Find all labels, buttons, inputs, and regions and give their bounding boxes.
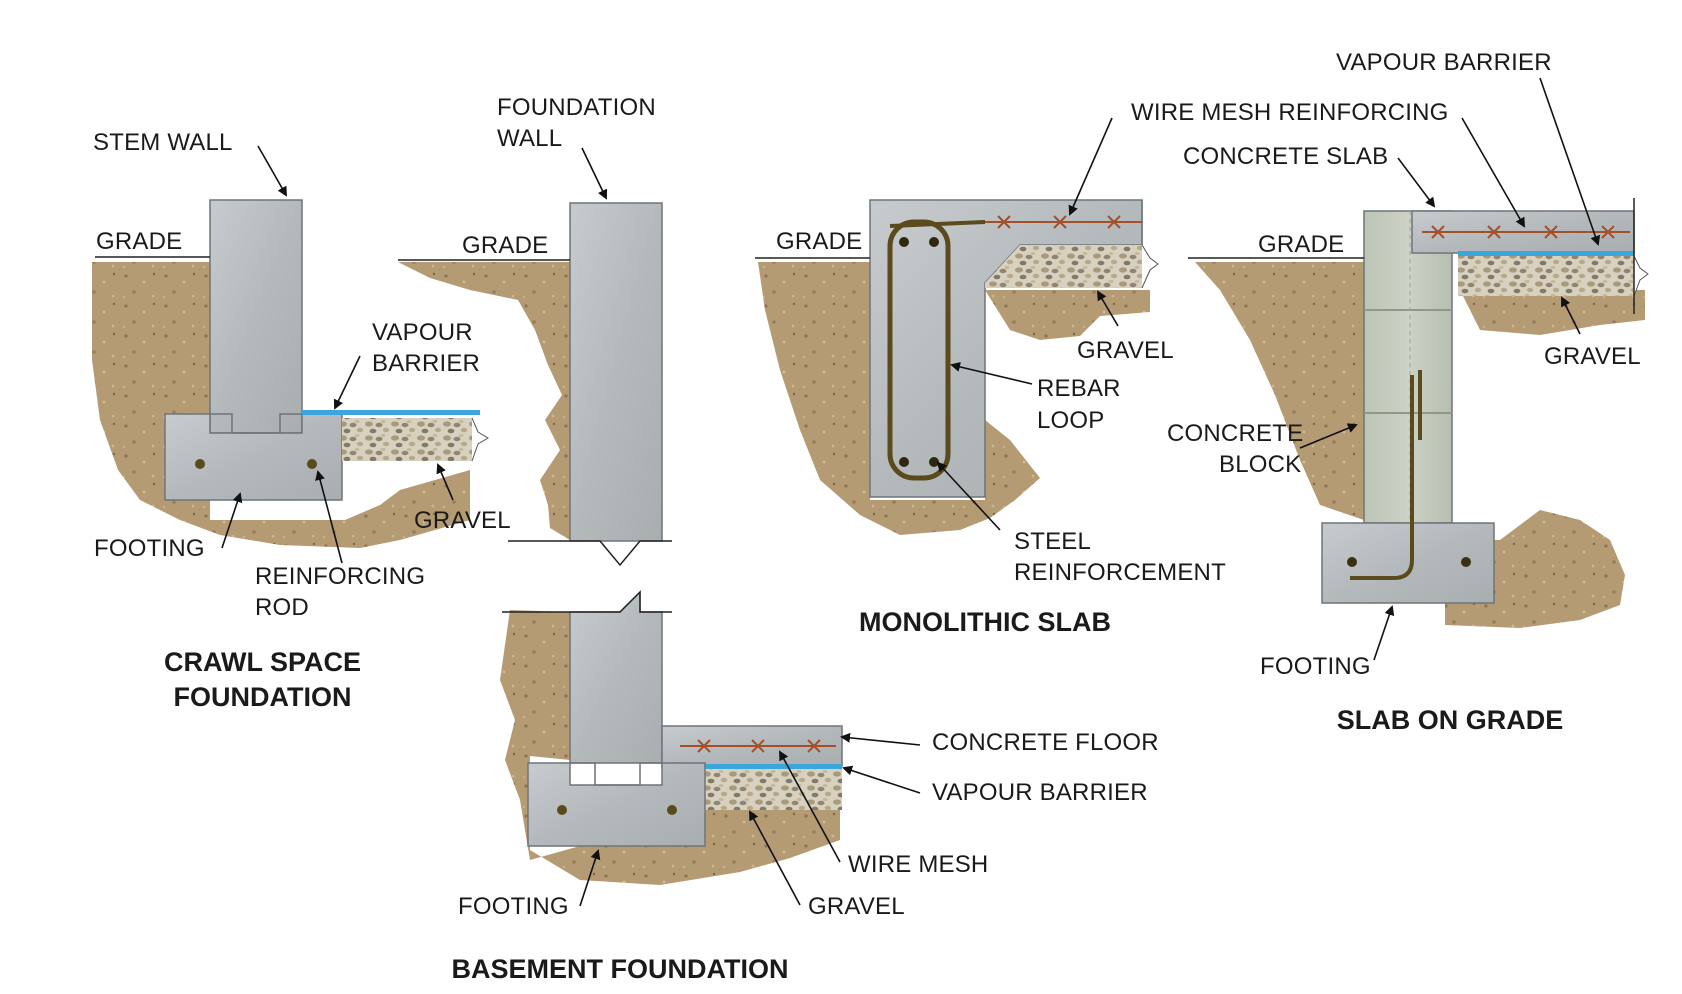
crawl-rod-2 — [307, 459, 317, 469]
label-stem-wall: STEM WALL — [93, 129, 233, 156]
basement-section — [398, 147, 921, 907]
label-foundation-wall-2: WALL — [497, 125, 563, 152]
title-slab-on-grade: SLAB ON GRADE — [1336, 705, 1564, 735]
basement-soil-upper — [398, 262, 570, 540]
basement-gravel — [705, 769, 842, 810]
crawl-gravel — [342, 418, 472, 461]
title-crawl-space-2: FOUNDATION — [173, 682, 352, 712]
label-slab-grade: GRADE — [1258, 231, 1345, 258]
label-wire-mesh: WIRE MESH — [848, 851, 989, 878]
crawl-rod-1 — [195, 459, 205, 469]
slab-on-grade-section — [1188, 77, 1649, 661]
label-reinforcing-rod-2: ROD — [255, 594, 309, 621]
label-concrete-floor: CONCRETE FLOOR — [932, 729, 1159, 756]
label-slab-vapour-barrier: VAPOUR BARRIER — [1336, 49, 1552, 76]
slab-vapour-barrier — [1458, 251, 1634, 256]
label-monolithic-gravel: GRAVEL — [1077, 337, 1174, 364]
title-monolithic: MONOLITHIC SLAB — [859, 607, 1111, 637]
title-basement: BASEMENT FOUNDATION — [451, 954, 789, 984]
label-basement-footing: FOOTING — [458, 893, 569, 920]
crawl-stem-wall — [209, 199, 303, 434]
label-foundation-wall-1: FOUNDATION — [497, 94, 656, 121]
monolithic-soil-right — [985, 290, 1150, 340]
label-concrete-block-2: BLOCK — [1219, 451, 1302, 478]
title-crawl-space-1: CRAWL SPACE — [163, 647, 361, 677]
label-crawl-gravel: GRAVEL — [414, 507, 511, 534]
slab-gravel — [1458, 256, 1634, 296]
label-crawl-grade: GRADE — [96, 228, 183, 255]
slab-concrete-block-wall — [1363, 210, 1453, 524]
label-slab-gravel: GRAVEL — [1544, 343, 1641, 370]
label-concrete-block-1: CONCRETE — [1167, 420, 1304, 447]
basement-break-top — [508, 540, 672, 567]
monolithic-section — [755, 117, 1159, 535]
label-basement-grade: GRADE — [462, 232, 549, 259]
label-rebar-loop-1: REBAR — [1037, 375, 1121, 402]
monolithic-rebar-loop — [887, 219, 951, 481]
basement-vapour-barrier — [662, 764, 842, 769]
label-slab-footing: FOOTING — [1260, 653, 1371, 680]
basement-wall-upper — [569, 202, 663, 542]
label-crawl-footing: FOOTING — [94, 535, 205, 562]
label-steel-reinforcement-1: STEEL — [1014, 528, 1092, 555]
slab-rebar-dowel — [1350, 375, 1414, 580]
basement-break-bottom — [502, 590, 672, 613]
label-steel-reinforcement-2: REINFORCEMENT — [1014, 559, 1226, 586]
monolithic-soil — [758, 262, 1040, 535]
label-reinforcing-rod-1: REINFORCING — [255, 563, 426, 590]
label-basement-gravel: GRAVEL — [808, 893, 905, 920]
slab-soil — [1195, 262, 1364, 520]
label-crawl-vapour-2: BARRIER — [372, 350, 481, 377]
slab-soil-right — [1460, 290, 1645, 335]
label-rebar-loop-2: LOOP — [1037, 407, 1105, 434]
crawl-space-section — [92, 145, 489, 564]
monolithic-gravel — [985, 245, 1142, 288]
crawl-gravel-break — [471, 417, 489, 462]
basement-wall-lower — [569, 590, 663, 764]
basement-footing — [527, 762, 706, 847]
label-monolithic-grade: GRADE — [776, 228, 863, 255]
crawl-vapour-barrier — [302, 410, 480, 415]
label-basement-vapour-barrier: VAPOUR BARRIER — [932, 779, 1148, 806]
crawl-footing-keyway — [210, 413, 302, 434]
label-wire-mesh-reinforcing: WIRE MESH REINFORCING — [1131, 99, 1449, 126]
label-crawl-vapour-1: VAPOUR — [372, 319, 473, 346]
label-concrete-slab: CONCRETE SLAB — [1183, 143, 1389, 170]
